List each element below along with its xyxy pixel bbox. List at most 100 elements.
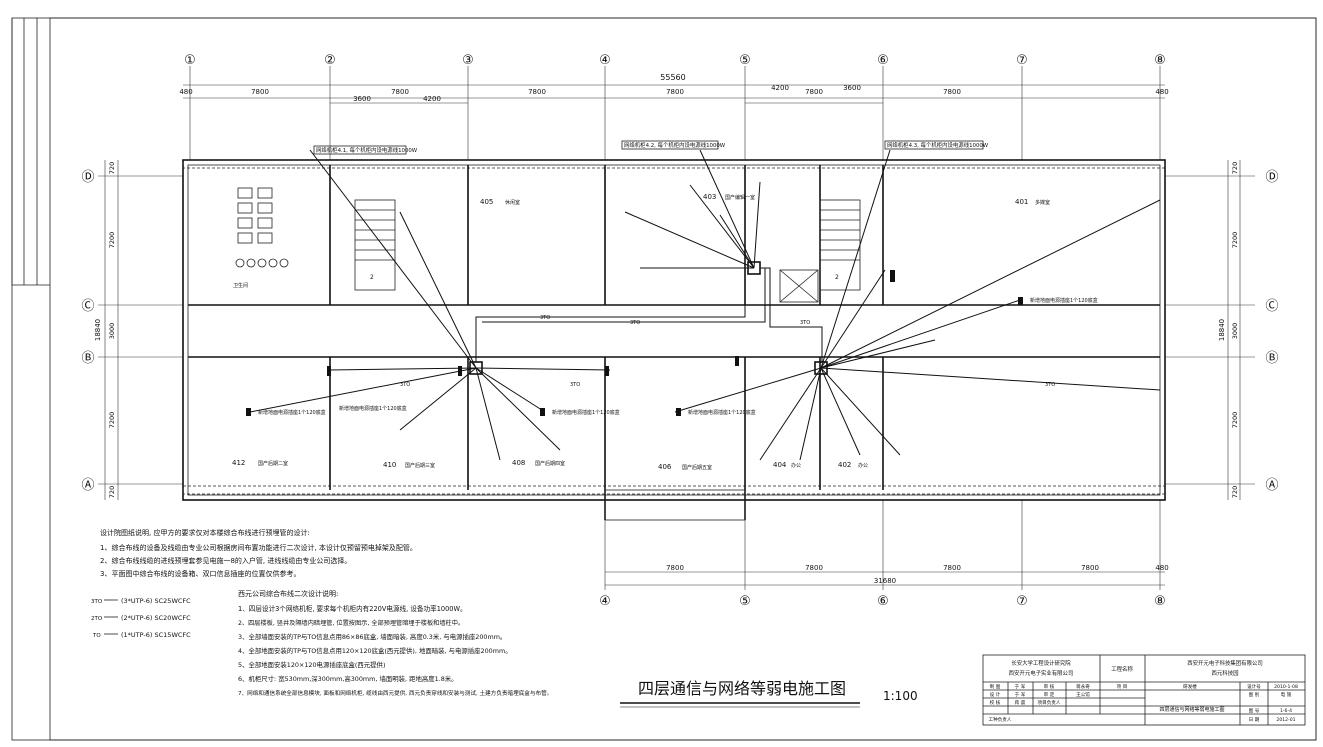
top-span-dim: 480 [179, 88, 192, 96]
room-number: 403 [703, 193, 716, 201]
room-name: 国产后期五室 [682, 464, 712, 471]
side-span-dim: 3000 [108, 323, 116, 340]
floor-outlets [246, 270, 1023, 416]
legend-code: TO [92, 633, 101, 639]
trunk-cable [475, 268, 746, 362]
design-note: 3、平面图中综合布线的设备箱、双口信息插座的位置仅供参考。 [100, 569, 300, 578]
tb-sheet-title: 四层通信与网络等弱电施工图 [1159, 706, 1224, 713]
axis-label-right: Ⓑ [1265, 351, 1278, 366]
side-span-dim: 720 [108, 162, 116, 174]
tb-project-name-2: 西元科技园 [1212, 669, 1239, 677]
axis-label-bottom: ④ [599, 594, 611, 609]
outlet-label: 新增地面电源插座1个120底盒 [258, 409, 326, 416]
side-span-dim: 7200 [108, 232, 116, 249]
room-name: 休闲室 [505, 199, 520, 206]
second-design-note: 6、机柜尺寸: 宽530mm,深300mm,高300mm, 墙面明装, 距地高度… [238, 674, 458, 683]
outlet-label: 新增地面电源插座1个120底盒 [1030, 297, 1098, 304]
top-total-dim: 55560 [660, 73, 685, 82]
room-name: 办公 [858, 462, 868, 469]
top-span-dim: 480 [1155, 88, 1168, 96]
room-number: 406 [658, 463, 672, 471]
second-design-note: 2、四层楼板, 竖井及隔墙内暗埋管, 位置按图示, 全部预埋管暗埋于楼板和墙柱中… [238, 619, 464, 627]
axis-label-bottom: ⑦ [1016, 594, 1028, 609]
axis-label-left: Ⓐ [81, 478, 94, 493]
title-block [982, 654, 1306, 726]
tb-type-value: 电 施 [1281, 691, 1292, 698]
bottom-span-dim: 7800 [805, 564, 823, 572]
top-span-dim: 7800 [251, 88, 269, 96]
top-sub-dim: 4200 [771, 84, 789, 92]
drawing-scale: 1:100 [883, 689, 918, 703]
axis-label-left: Ⓓ [81, 170, 94, 185]
tb-design-no-label: 设计号 [1247, 683, 1261, 690]
outlet-label: 新增地面电源插座1个120底盒 [688, 409, 756, 416]
stair-left [354, 199, 396, 291]
axis-label-top: ③ [462, 53, 474, 68]
elevator-cross [779, 269, 819, 303]
side-span-dim: 3000 [1231, 323, 1239, 340]
second-design-note: 4、全部地面安装的TP与TO信息点用120×120底盒(西元提供), 地面暗装,… [238, 646, 512, 655]
room-name: 国产后期二室 [258, 460, 288, 467]
tb-leader: 工种负责人 [989, 716, 1012, 723]
bottom-window-strip [182, 485, 1166, 495]
design-note: 1、综合布线的设备及线缆由专业公司根据房间布置功能进行二次设计, 本设计仅预留预… [100, 543, 417, 552]
room-number: 410 [383, 461, 396, 469]
side-span-dim: 720 [1231, 486, 1239, 498]
axis-label-top: ⑧ [1154, 53, 1166, 68]
drawing-title: 四层通信与网络等弱电施工图 [638, 679, 846, 698]
building-inner-outline [187, 164, 1161, 496]
legend-code: 3TO [91, 599, 103, 605]
tb-item-label: 项 目 [1117, 684, 1128, 690]
second-design-title: 西元公司综合布线二次设计说明: [238, 589, 338, 598]
design-notes-title: 设计院图纸说明, 应甲方的要求仅对本楼综合布线进行预埋管的设计: [100, 528, 310, 537]
axis-label-right: Ⓒ [1265, 299, 1278, 314]
second-design-note: 5、全部地面安装120×120电源插座底盒(西元提供) [238, 660, 385, 669]
tb-project-name: 西安开元电子科技集团有限公司 [1187, 659, 1262, 667]
toilet-fixtures [235, 187, 289, 268]
tb-design-no: 2010-1-08 [1274, 684, 1298, 690]
cable-label: 3TO [630, 320, 640, 326]
side-span-dim: 720 [1231, 162, 1239, 174]
side-span-dim: 7200 [1231, 232, 1239, 249]
room-number: 404 [773, 461, 787, 469]
tb-sheet-no: 1-6-4 [1280, 708, 1292, 714]
top-span-dim: 7800 [666, 88, 684, 96]
cable-label: 3TO [800, 320, 810, 326]
tb-project-label: 工程名称 [1111, 665, 1133, 673]
tb-org-2: 西安开元电子实业有限公司 [1009, 669, 1074, 677]
tb-review: 审 定 [1044, 691, 1055, 698]
axis-label-top: ① [184, 53, 196, 68]
top-span-dim: 7800 [391, 88, 409, 96]
room-number: 402 [838, 461, 851, 469]
tb-person: 蒋永奇 [1076, 683, 1090, 690]
top-span-dim: 7800 [805, 88, 823, 96]
room-name: 国产编辑一室 [725, 194, 755, 201]
legend-code: 2TO [91, 616, 103, 622]
tb-item-value: 研发楼 [1183, 683, 1197, 690]
outlet-label: 新增地面电源插座1个120底盒 [339, 405, 407, 412]
elevator [779, 269, 819, 303]
room-number: 408 [512, 459, 525, 467]
cabinet-note-box [884, 140, 984, 150]
axis-label-right: Ⓓ [1265, 170, 1278, 185]
second-design-note: 7、网络和通信系统全部信息模块, 面板和网络机柜, 缆线由西元提供, 西元负责穿… [238, 689, 552, 697]
outlet-label: 新增地面电源插座1个120底盒 [552, 409, 620, 416]
room-number: 412 [232, 459, 245, 467]
room-name: 国产后期四室 [535, 460, 565, 467]
cabinet-note-box [313, 145, 407, 155]
tb-review: 审 核 [1044, 683, 1055, 690]
cable-label: 3TO [570, 382, 580, 388]
axis-label-top: ⑥ [877, 53, 889, 68]
legend-text: (1*UTP-6) SC15WCFC [121, 631, 191, 639]
inner-frame [49, 17, 1317, 741]
top-window-strip [182, 159, 1166, 169]
second-design-note: 1、四层设计3个网络机柜, 要求每个机柜内有220V电源线, 设备功率1000W… [238, 604, 467, 613]
cable-label: 3TO [400, 382, 410, 388]
bottom-span-dim: 7800 [666, 564, 684, 572]
